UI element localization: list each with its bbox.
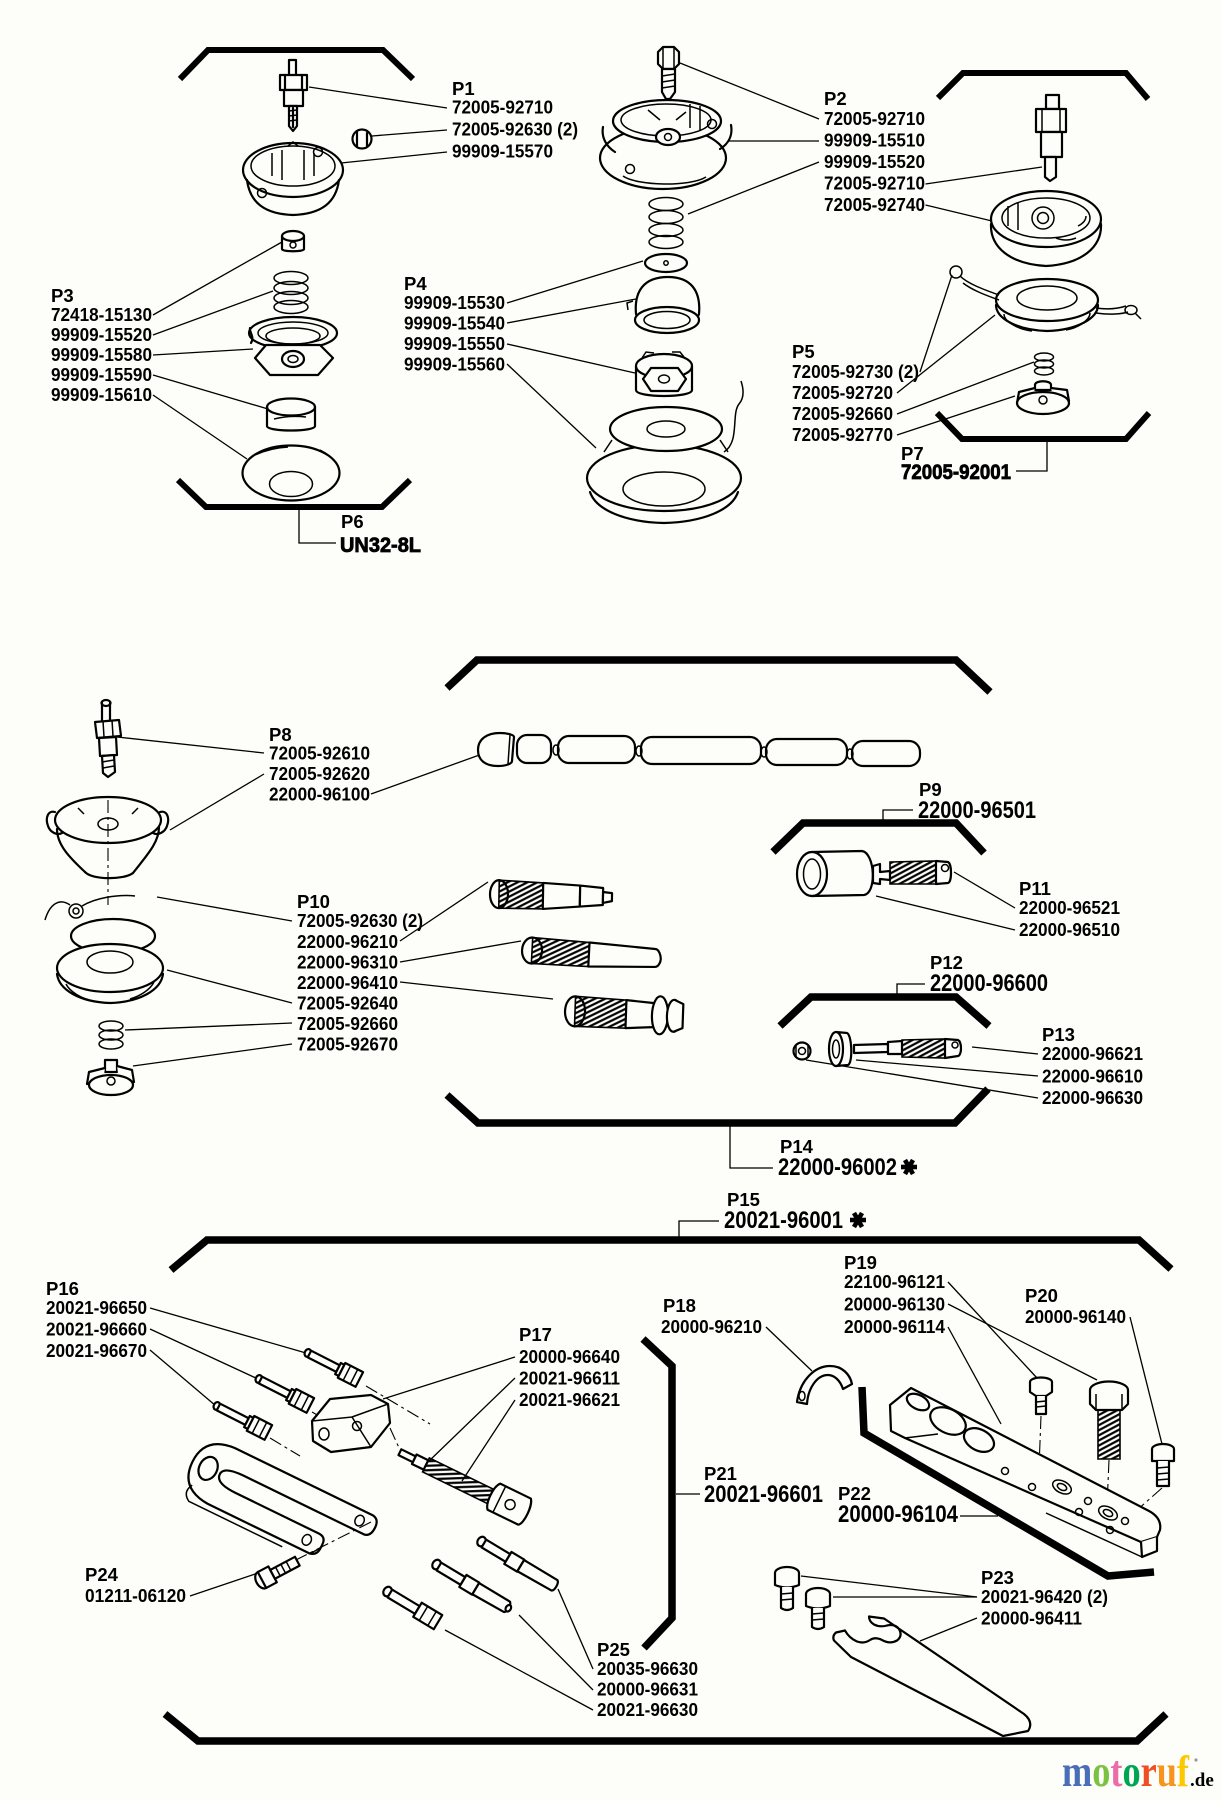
svg-text:72005-92610: 72005-92610	[269, 743, 370, 764]
svg-text:P12: P12	[930, 952, 963, 973]
svg-text:20021-96650: 20021-96650	[46, 1297, 147, 1318]
svg-text:P1: P1	[452, 78, 475, 99]
svg-text:72005-92710: 72005-92710	[824, 173, 925, 194]
svg-text:20000-96114: 20000-96114	[844, 1316, 946, 1337]
svg-text:20035-96630: 20035-96630	[597, 1658, 698, 1679]
svg-text:72005-92740: 72005-92740	[824, 194, 925, 215]
svg-text:72005-92630 (2): 72005-92630 (2)	[297, 910, 423, 931]
svg-text:P19: P19	[844, 1252, 877, 1273]
svg-text:P17: P17	[519, 1324, 552, 1345]
svg-text:P13: P13	[1042, 1024, 1075, 1045]
svg-text:72418-15130: 72418-15130	[51, 304, 152, 325]
svg-text:99909-15510: 99909-15510	[824, 130, 925, 151]
svg-text:20000-96210: 20000-96210	[661, 1316, 762, 1337]
svg-text:99909-15560: 99909-15560	[404, 354, 505, 375]
svg-text:20021-96611: 20021-96611	[519, 1368, 620, 1389]
svg-text:20000-96104: 20000-96104	[838, 1501, 959, 1528]
svg-text:72005-92630 (2): 72005-92630 (2)	[452, 119, 578, 140]
svg-text:22000-96210: 22000-96210	[297, 931, 398, 952]
svg-text:P5: P5	[792, 341, 815, 362]
svg-text:22000-96100: 22000-96100	[269, 784, 370, 805]
svg-text:22000-96610: 22000-96610	[1042, 1066, 1143, 1087]
svg-text:72005-92710: 72005-92710	[824, 108, 925, 129]
svg-text:72005-92660: 72005-92660	[297, 1013, 398, 1034]
svg-text:22000-96510: 22000-96510	[1019, 919, 1120, 940]
svg-text:72005-92620: 72005-92620	[269, 763, 370, 784]
svg-text:P4: P4	[404, 273, 427, 294]
svg-text:P8: P8	[269, 724, 292, 745]
svg-text:P3: P3	[51, 285, 74, 306]
svg-text:P25: P25	[597, 1639, 630, 1660]
svg-text:20021-96621: 20021-96621	[519, 1389, 620, 1410]
svg-text:P14: P14	[780, 1136, 814, 1157]
svg-text:99909-15610: 99909-15610	[51, 384, 152, 405]
svg-text:99909-15580: 99909-15580	[51, 344, 152, 365]
svg-text:P18: P18	[663, 1295, 696, 1316]
svg-text:22000-96002: 22000-96002	[778, 1154, 897, 1181]
svg-text:20000-96640: 20000-96640	[519, 1346, 620, 1367]
svg-text:22000-96410: 22000-96410	[297, 972, 398, 993]
svg-text:72005-92710: 72005-92710	[452, 97, 553, 118]
svg-text:72005-92720: 72005-92720	[792, 382, 893, 403]
svg-text:22000-96621: 22000-96621	[1042, 1043, 1143, 1064]
svg-text:72005-92670: 72005-92670	[297, 1034, 398, 1055]
svg-text:P2: P2	[824, 88, 847, 109]
svg-text:P10: P10	[297, 891, 330, 912]
svg-text:22000-96521: 22000-96521	[1019, 897, 1120, 918]
svg-text:20021-96601: 20021-96601	[704, 1481, 823, 1508]
svg-text:20021-96420 (2): 20021-96420 (2)	[981, 1586, 1108, 1607]
svg-text:P6: P6	[341, 511, 364, 532]
svg-text:99909-15570: 99909-15570	[452, 141, 553, 162]
svg-text:.de: .de	[1190, 1770, 1214, 1791]
svg-text:20021-96001: 20021-96001	[724, 1207, 843, 1234]
svg-text:20000-96130: 20000-96130	[844, 1294, 945, 1315]
svg-text:99909-15590: 99909-15590	[51, 364, 152, 385]
svg-text:motoruf: motoruf	[1062, 1747, 1190, 1796]
svg-text:99909-15520: 99909-15520	[824, 151, 925, 172]
svg-text:20021-96660: 20021-96660	[46, 1319, 147, 1340]
svg-text:P9: P9	[919, 779, 942, 800]
svg-text:P24: P24	[85, 1564, 119, 1585]
svg-text:99909-15550: 99909-15550	[404, 333, 505, 354]
svg-text:22000-96600: 22000-96600	[930, 970, 1048, 997]
svg-text:P15: P15	[727, 1189, 760, 1210]
svg-text:01211-06120: 01211-06120	[85, 1585, 186, 1606]
svg-text:72005-92001: 72005-92001	[901, 461, 1011, 484]
svg-text:72005-92640: 72005-92640	[297, 993, 398, 1014]
svg-text:72005-92730 (2): 72005-92730 (2)	[792, 361, 919, 382]
svg-text:99909-15540: 99909-15540	[404, 313, 505, 334]
svg-text:22000-96630: 22000-96630	[1042, 1087, 1143, 1108]
svg-text:UN32-8L: UN32-8L	[340, 534, 421, 557]
svg-text:P16: P16	[46, 1278, 79, 1299]
svg-text:P21: P21	[704, 1463, 737, 1484]
svg-text:22100-96121: 22100-96121	[844, 1271, 945, 1292]
svg-text:20000-96411: 20000-96411	[981, 1608, 1082, 1629]
svg-text:P23: P23	[981, 1567, 1014, 1588]
svg-text:20000-96631: 20000-96631	[597, 1679, 698, 1700]
svg-text:99909-15530: 99909-15530	[404, 292, 505, 313]
svg-text:20021-96670: 20021-96670	[46, 1340, 147, 1361]
svg-text:20021-96630: 20021-96630	[597, 1699, 698, 1720]
svg-text:P11: P11	[1019, 878, 1051, 899]
svg-text:P7: P7	[901, 443, 924, 464]
svg-text:20000-96140: 20000-96140	[1025, 1306, 1126, 1327]
svg-text:P20: P20	[1025, 1285, 1058, 1306]
svg-text:72005-92660: 72005-92660	[792, 403, 893, 424]
svg-text:22000-96310: 22000-96310	[297, 952, 398, 973]
svg-text:22000-96501: 22000-96501	[918, 797, 1036, 824]
svg-text:P22: P22	[838, 1483, 871, 1504]
svg-text:99909-15520: 99909-15520	[51, 324, 152, 345]
svg-text:72005-92770: 72005-92770	[792, 424, 893, 445]
